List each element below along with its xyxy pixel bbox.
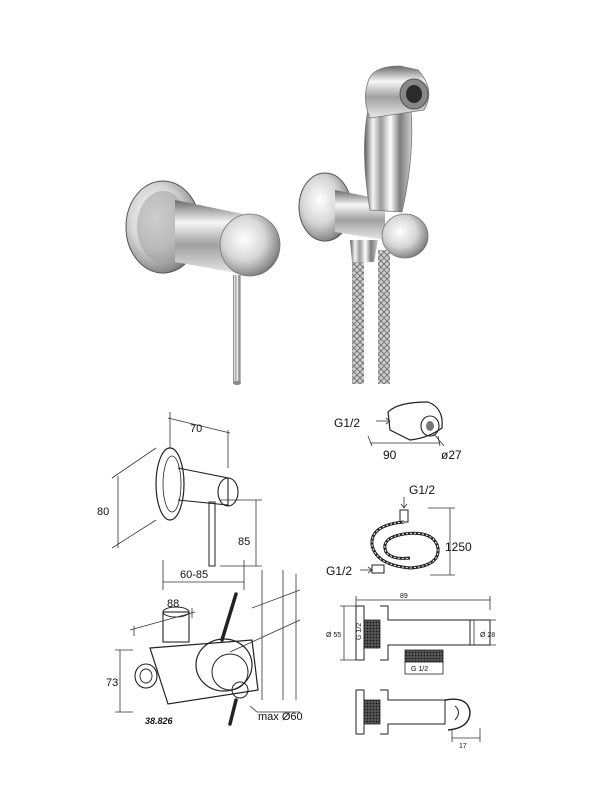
mixer-photo	[125, 180, 281, 385]
label-hose-thread-top: G1/2	[409, 483, 435, 497]
handshower-drawing: G1/2 90 ø27	[334, 401, 462, 462]
label-handshower-thread: G1/2	[334, 416, 360, 430]
dim-max-diameter: max Ø60	[258, 711, 303, 723]
dim-holder-offset: 17	[459, 743, 467, 750]
dim-holder-diameter: Ø 55	[326, 632, 341, 639]
dim-body-width: 88	[167, 598, 179, 610]
hose-drawing: G1/2 G1/2 1250	[326, 483, 472, 578]
handshower-photo	[298, 65, 430, 384]
mixer-drawing: 70 80 85	[97, 412, 262, 567]
dim-depth-range: 60-85	[180, 569, 208, 581]
holder-drawing: 89 Ø 55 G 1/2 Ø 28 G 1/2 17	[326, 593, 496, 750]
dim-holder-outlet-diameter: Ø 28	[480, 632, 495, 639]
dim-handshower-diameter: ø27	[441, 448, 462, 462]
dim-holder-width: 89	[400, 593, 408, 600]
label-hose-thread-bottom: G1/2	[326, 564, 352, 578]
label-holder-thread: G 1/2	[356, 623, 363, 640]
dim-handshower-length: 90	[383, 448, 397, 462]
dim-mixer-width: 70	[190, 423, 202, 435]
dim-hose-length: 1250	[445, 540, 472, 554]
dim-mixer-height: 80	[97, 506, 109, 518]
valve-body-drawing: 60-85 88 73 max Ø60 38.826	[106, 560, 303, 726]
model-code: 38.826	[145, 716, 174, 726]
label-holder-inlet: G 1/2	[411, 666, 428, 673]
dim-lever-length: 85	[238, 536, 250, 548]
dim-body-height: 73	[106, 677, 118, 689]
